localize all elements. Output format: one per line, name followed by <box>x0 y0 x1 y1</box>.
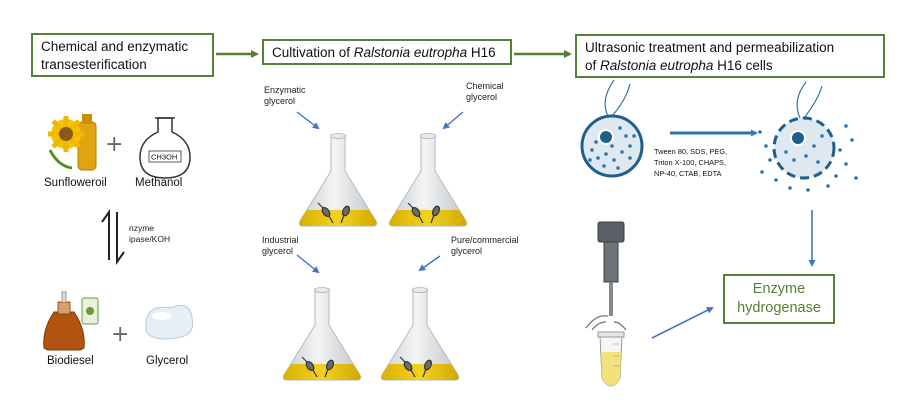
sonicator-probe-image <box>585 221 627 331</box>
methanol-flask-icon <box>139 117 191 179</box>
step3-species: Ralstonia eutropha <box>600 58 714 73</box>
step-box-cultivation: Cultivation of Ralstonia eutropha H16 <box>262 39 512 65</box>
step3-line2: of Ralstonia eutropha H16 cells <box>585 58 773 73</box>
product-line2: hydrogenase <box>737 300 821 316</box>
step-box-ultrasonic: Ultrasonic treatment and permeabilizatio… <box>575 34 885 78</box>
arrow-pure <box>418 255 441 272</box>
label-catalyst: nzyme ipase/KOH <box>129 223 171 244</box>
product-line1: Enzyme <box>752 281 806 297</box>
sunflower-oil-image <box>48 114 97 171</box>
plus-sign-1: + <box>105 132 123 157</box>
step2-suffix: H16 <box>467 45 496 60</box>
arrow-industrial <box>296 254 320 274</box>
sample-tube-image <box>597 331 625 387</box>
intact-cell-image <box>580 79 644 178</box>
flask-chemical <box>388 132 468 227</box>
step2-species: Ralstonia eutropha <box>353 45 468 60</box>
step1-text: Chemical and enzymatic transesterificati… <box>41 39 189 72</box>
label-glycerol: Glycerol <box>146 355 189 367</box>
label-biodiesel: Biodiesel <box>47 355 94 367</box>
product-box-hydrogenase: Enzyme hydrogenase <box>723 274 835 324</box>
plus-sign-2: + <box>111 322 129 347</box>
label-sunflower-oil: Sunfloweroil <box>44 177 107 189</box>
flask-industrial <box>282 286 362 381</box>
methanol-formula: CH3OH <box>151 153 177 162</box>
biodiesel-image <box>43 291 99 351</box>
arrow-chemical <box>442 111 464 130</box>
arrow-enzymatic <box>296 111 320 130</box>
permeabilization-agents: Tween 80, SDS, PEG, Triton X-100, CHAPS,… <box>654 147 728 178</box>
flask-enzymatic <box>298 132 378 227</box>
step3-line1: Ultrasonic treatment and permeabilizatio… <box>585 40 835 55</box>
step-box-transesterification: Chemical and enzymatic transesterificati… <box>31 33 214 77</box>
arrow-sonication-to-product <box>651 307 714 339</box>
flask-pure <box>380 286 460 381</box>
label-methanol: Methanol <box>135 177 183 189</box>
permeabilized-cell-image <box>758 81 858 192</box>
glycerol-image <box>145 305 194 340</box>
step2-prefix: Cultivation of <box>272 45 354 60</box>
equilibrium-arrows <box>101 208 125 266</box>
